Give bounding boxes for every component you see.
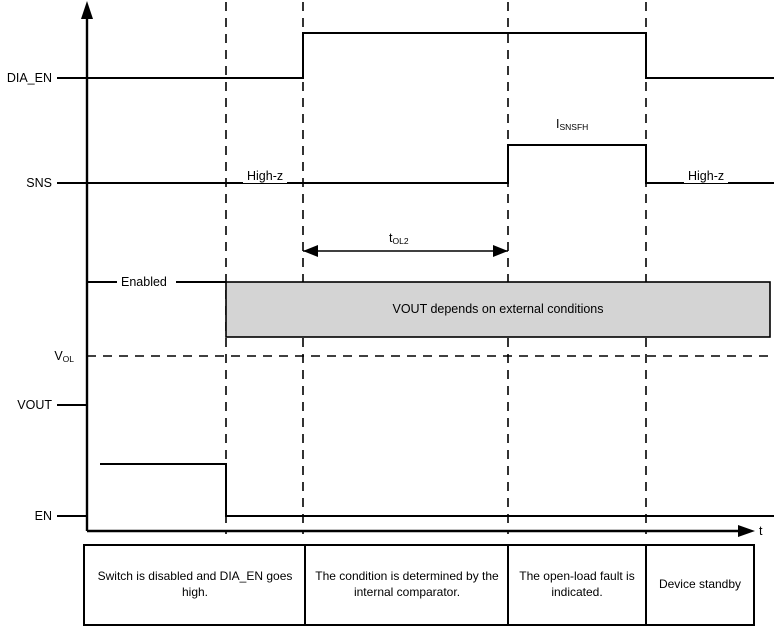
tol2-label-text: t (389, 231, 393, 245)
waveform-en (100, 463, 774, 517)
tol2-label: tOL2 (389, 231, 409, 246)
high-z-right-label: High-z (684, 169, 729, 183)
vout-band-caption: VOUT depends on external conditions (392, 302, 604, 317)
vout-undefined-band (225, 281, 771, 338)
vol-threshold-label-subscript: OL (62, 354, 74, 364)
signal-label-dia-en: DIA_EN (6, 71, 52, 85)
marker-lines (225, 2, 647, 534)
isnsfh-label-text: I (556, 117, 560, 131)
time-axis-label: t (759, 524, 763, 538)
phase-box-1: Switch is disabled and DIA_EN goes high. (97, 569, 293, 599)
time-axis (87, 525, 755, 537)
vol-threshold-label: VOL (0, 349, 74, 364)
tol2-label-subscript: OL2 (392, 236, 409, 246)
phase-box-3: The open-load fault is indicated. (519, 569, 635, 599)
phase-box-2: The condition is determined by the inter… (315, 569, 499, 599)
vol-threshold-label-text: V (54, 349, 63, 363)
y-axis (81, 1, 93, 531)
phase-box-4: Device standby (658, 577, 742, 592)
signal-name-ticks (57, 77, 87, 517)
phase-box-frame (83, 544, 755, 626)
signal-label-sns: SNS (26, 176, 52, 190)
enabled-level-label: Enabled (117, 275, 171, 289)
waveform-sns (87, 144, 774, 184)
isnsfh-label: ISNSFH (556, 117, 589, 132)
signal-label-en: EN (34, 509, 52, 523)
isnsfh-label-subscript: SNSFH (559, 122, 589, 132)
signal-label-vout: VOUT (17, 398, 52, 412)
high-z-left-label: High-z (243, 169, 288, 183)
tol2-measure-arrow (303, 245, 508, 257)
waveform-dia-en (87, 32, 774, 79)
